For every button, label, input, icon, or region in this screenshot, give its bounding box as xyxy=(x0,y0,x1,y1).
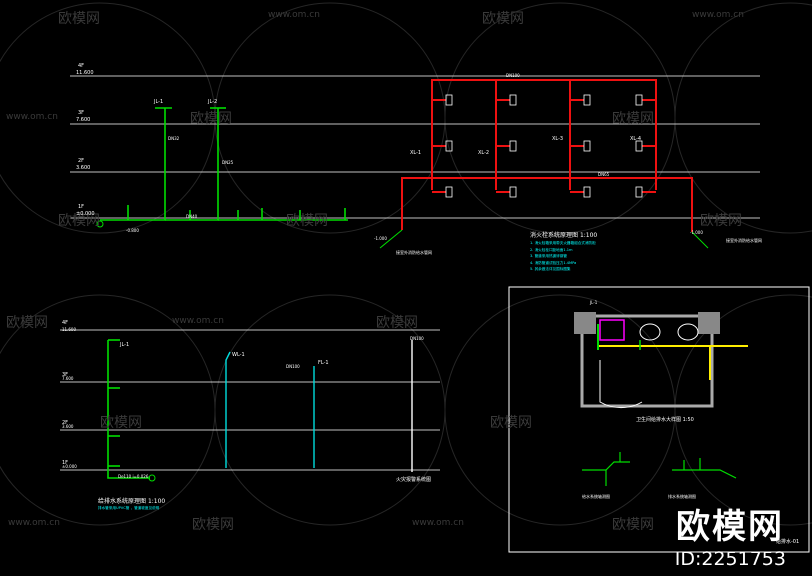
fire-inlet-leaders xyxy=(379,229,709,249)
riser-jl xyxy=(107,339,150,479)
axonometric-supply xyxy=(582,452,630,486)
riser-wl xyxy=(225,351,315,468)
note-line: 1. 消火栓箱采用带灭火器箱组合式消防柜 xyxy=(530,241,596,245)
pipe-size-label: DN25 xyxy=(222,160,234,165)
watermark-brand: 欧模网 xyxy=(482,11,524,27)
watermark-url: www.om.cn xyxy=(172,316,224,326)
elevation-label: 7.600 xyxy=(62,376,74,381)
diagram-title: 消火栓系统原理图 1:100 xyxy=(530,232,598,239)
note-line: 2. 消火栓栓口距地面1.1m xyxy=(530,247,573,252)
riser-label: JL-1 xyxy=(154,99,164,105)
floor-label: 3F xyxy=(78,110,85,116)
elevation-label: 3.600 xyxy=(62,424,74,429)
floor-label: 1F xyxy=(78,204,85,210)
supply-pipes xyxy=(100,107,348,221)
brand-logo-text: 欧模网 xyxy=(676,507,784,547)
watermark-brand: 欧模网 xyxy=(376,315,418,331)
riser-label: XL-2 xyxy=(478,150,490,156)
riser-label: JL-2 xyxy=(208,99,218,105)
diagram-subtitle: 排水管采用UPVC管 ，管道坡度见说明 xyxy=(98,506,160,510)
inlet-elevation: -0.800 xyxy=(126,228,139,233)
watermark-brand: 欧模网 xyxy=(490,415,532,431)
riser-label: XL-1 xyxy=(410,150,422,156)
detail-note: 排水系统轴测图 xyxy=(668,494,696,499)
riser-label: JL-1 xyxy=(590,300,598,305)
watermark-brand: 欧模网 xyxy=(100,415,142,431)
note-line: 5. 其余做法详见国标图集 xyxy=(530,267,571,271)
riser-label: WL-1 xyxy=(232,352,245,358)
pipe-size-label: DN32 xyxy=(168,136,180,141)
diagram-title: 给排水系统原理图 1:100 xyxy=(98,498,166,505)
note-line: 4. 消防管道试验压力1.4MPa xyxy=(530,260,577,265)
watermark-brand: 欧模网 xyxy=(58,11,100,27)
supply-system-diagram xyxy=(70,75,400,228)
pipe-size-label: DN100 xyxy=(506,73,520,78)
detail-note: 给水系统轴测图 xyxy=(582,494,610,499)
inlet-elevation: -1.000 xyxy=(690,230,703,235)
watermark-brand: 欧模网 xyxy=(190,111,232,127)
pipe-size-label: DN40 xyxy=(186,214,198,219)
watermark-brand: 欧模网 xyxy=(286,213,328,229)
floor-label: 4F xyxy=(78,63,85,69)
inlet-note: 接室外消防给水管网 xyxy=(396,250,432,255)
watermark-brand: 欧模网 xyxy=(192,517,234,533)
watermark-brand: 欧模网 xyxy=(612,111,654,127)
watermark-url: www.om.cn xyxy=(268,10,320,20)
floor-label: 4F xyxy=(62,320,69,326)
riser-label: XL-4 xyxy=(630,136,642,142)
pipe-size-label: DN100 xyxy=(410,336,424,341)
model-id: ID:2251753 xyxy=(674,548,786,570)
watermark-url: www.om.cn xyxy=(692,10,744,20)
floor-label: 3F xyxy=(62,372,69,378)
axonometric-drain xyxy=(672,458,737,479)
inlet-elevation: -1.000 xyxy=(374,236,387,241)
design-notes: 1. 消火栓箱采用带灭火器箱组合式消防柜 2. 消火栓栓口距地面1.1m 3. … xyxy=(530,240,596,273)
watermark-arcs xyxy=(0,2,812,526)
drainage-system-diagram xyxy=(60,329,440,482)
inlet-note: 接室外消防给水管网 xyxy=(726,238,762,243)
riser-label: JL-1 xyxy=(120,342,130,348)
inset-title: 卫生间给排水大样图 1:50 xyxy=(636,417,694,423)
elevation-label: 11.600 xyxy=(62,327,76,332)
pipe-size-label: DN65 xyxy=(598,172,610,177)
watermark-brand: 欧模网 xyxy=(612,517,654,533)
watermark-brand: 欧模网 xyxy=(700,213,742,229)
sheet-number: 给排水-01 xyxy=(776,539,800,545)
floor-label: 1F xyxy=(62,460,69,466)
riser-label: FL-1 xyxy=(318,360,329,366)
note-line: 3. 管道采用热镀锌钢管 xyxy=(530,254,567,258)
watermark-url: www.om.cn xyxy=(412,518,464,528)
fire-pipes xyxy=(401,79,693,232)
elevation-label: ±0.000 xyxy=(76,211,95,217)
inset-frame xyxy=(508,286,810,553)
floor-label: 2F xyxy=(78,158,85,164)
fire-hydrant-diagram xyxy=(379,75,760,249)
elevation-label: 3.600 xyxy=(76,165,91,171)
elevation-label: 11.600 xyxy=(76,70,94,76)
watermark-brand: 欧模网 xyxy=(6,315,48,331)
outlet-label: De110 i=0.026 xyxy=(118,474,149,479)
diagram-title: 火灾报警系统图 xyxy=(396,477,432,483)
floor-label: 2F xyxy=(62,420,69,426)
watermark-brand: 欧模网 xyxy=(58,213,100,229)
elevation-label: ±0.000 xyxy=(62,464,77,469)
toilet-fixture xyxy=(639,323,661,341)
watermark-url: www.om.cn xyxy=(6,112,58,122)
riser-label: XL-3 xyxy=(552,136,564,142)
washbasin-fixture xyxy=(599,319,625,341)
elevation-label: 7.600 xyxy=(76,117,91,123)
hydrant-boxes xyxy=(445,94,643,198)
pipe-size-label: DN100 xyxy=(286,364,300,369)
watermark-url: www.om.cn xyxy=(8,518,60,528)
